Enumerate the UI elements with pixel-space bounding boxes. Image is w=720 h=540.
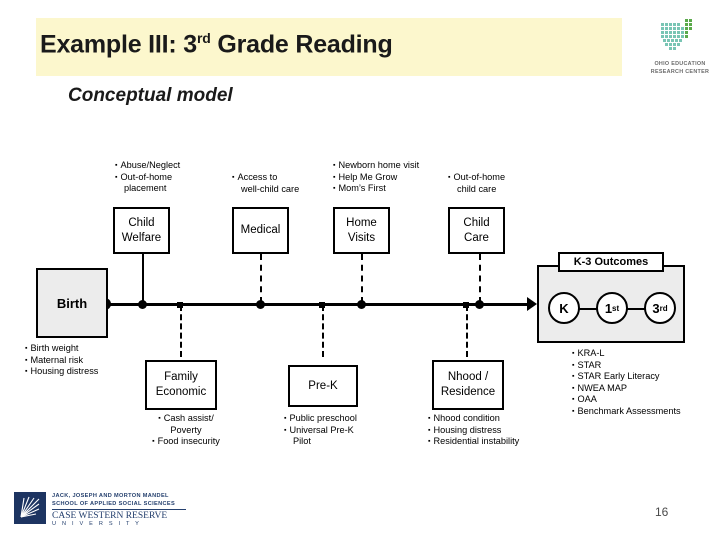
node-child-welfare[interactable]: Child Welfare [113,207,170,254]
timeline-dot [138,300,147,309]
bullet-item: Residential instability [428,436,519,448]
bullets-nhood-residence: Nhood condition Housing distress Residen… [428,413,519,448]
bullets-child-care: Out-of-home child care [448,172,505,195]
cwru-line4: U N I V E R S I T Y [52,521,142,527]
bullet-item: Help Me Grow [333,172,419,184]
node-label-line1: Medical [240,224,281,236]
grade-link [625,308,651,310]
page-title: Example III: 3rd Grade Reading [40,30,393,59]
node-birth[interactable]: Birth [36,268,108,338]
oerc-logo: OHIO EDUCATION RESEARCH CENTER [645,18,715,80]
bullet-item: OAA [572,394,681,406]
page-title-rest: Grade Reading [210,30,393,59]
oerc-logo-line2: RESEARCH CENTER [650,69,710,75]
connector-nhood-residence [466,305,468,357]
grade-ordinal: st [612,303,620,313]
page-subtitle: Conceptual model [68,85,233,106]
grade-label: K [559,300,569,316]
title-band [36,18,622,76]
node-family-economic[interactable]: Family Economic [145,360,217,410]
connector-medical [260,254,262,303]
cwru-line2: SCHOOL OF APPLIED SOCIAL SCIENCES [52,501,176,507]
bullet-item: STAR Early Literacy [572,371,681,383]
ohio-state-pixel-icon [661,19,692,50]
bullet-continuation: Poverty [170,424,202,435]
timeline-dot [256,300,265,309]
node-label-line1: Pre-K [308,379,338,392]
bullet-item: STAR [572,360,681,372]
node-label-line1: Nhood / [447,371,489,383]
timeline-dot [357,300,366,309]
node-label-line1: Family [164,371,198,383]
cwru-divider [52,509,186,510]
connector-child-care [479,254,481,303]
bullet-item: Cash assist/ [138,413,234,425]
connector-family-economic [180,305,182,357]
node-label-line2: Economic [155,386,207,398]
bullet-item: Mom’s First [333,183,419,195]
bullet-continuation: child care [457,183,497,194]
bullet-item: Maternal risk [25,355,98,367]
bullet-item: Benchmark Assessments [572,406,680,418]
timeline-dot [475,300,484,309]
connector-child-welfare [142,254,144,303]
bullet-item: Housing distress [428,425,519,437]
bullets-birth: Birth weight Maternal risk Housing distr… [25,343,98,378]
bullets-child-welfare: Abuse/Neglect Out-of-home placement [115,160,180,195]
cwru-logo: JACK, JOSEPH AND MORTON MANDEL SCHOOL OF… [14,490,189,528]
bullets-family-economic: Cash assist/ Poverty Food insecurity [138,413,234,448]
bullet-item: KRA-L [572,348,681,360]
bullet-continuation: placement [124,183,167,194]
node-home-visits[interactable]: Home Visits [333,207,390,254]
node-label-line1: Child [128,216,155,229]
bullet-item: Abuse/Neglect [115,160,180,172]
page-title-ordinal: rd [197,30,211,46]
page-number: 16 [655,505,669,519]
bullet-item: Universal Pre-K [284,425,357,437]
bullet-item: Out-of-home [448,172,505,184]
node-label: Birth [56,295,88,311]
bullet-item: NWEA MAP [572,383,681,395]
bullet-item: Food insecurity [138,436,234,448]
grade-ordinal: rd [659,303,668,313]
grade-link [577,308,603,310]
node-child-care[interactable]: Child Care [448,207,505,254]
grade-label: 3 [652,300,660,316]
connector-home-visits [361,254,363,303]
node-nhood-residence[interactable]: Nhood / Residence [432,360,504,410]
node-label-line2: Residence [440,386,496,398]
bullets-outcome-measures: KRA-L STAR STAR Early Literacy NWEA MAP … [572,348,681,418]
grade-circle-k[interactable]: K [548,292,580,324]
node-medical[interactable]: Medical [232,207,289,254]
node-label-line1: Home [346,216,377,229]
cwru-line3: CASE WESTERN RESERVE [52,511,168,521]
bullet-item: Newborn home visit [333,160,419,172]
bullet-item: Nhood condition [428,413,519,425]
bullet-item: Public preschool [284,413,356,425]
timeline-arrow-icon [527,297,537,311]
grade-label: 1 [604,300,613,316]
bullet-item: Access to [232,172,299,184]
k3-outcomes-label: K-3 Outcomes [558,252,664,272]
bullet-continuation: well-child care [241,183,300,194]
bullet-continuation: Pilot [293,436,311,447]
node-pre-k[interactable]: Pre-K [288,365,358,407]
oerc-logo-line1: OHIO EDUCATION [654,61,706,67]
node-label-line2: Visits [347,231,376,244]
bullet-item: Housing distress [25,366,98,378]
node-label-line2: Care [464,231,489,244]
bullets-home-visits: Newborn home visit Help Me Grow Mom’s Fi… [333,160,419,195]
node-label-line2: Welfare [121,231,162,244]
page-title-main: Example III: 3 [40,30,197,59]
node-label-line1: Child [463,216,490,229]
bullets-pre-k: Public preschool Universal Pre-K Pilot [284,413,357,448]
cwru-line1: JACK, JOSEPH AND MORTON MANDEL [52,493,169,499]
bullet-item: Birth weight [25,343,98,355]
connector-pre-k [322,305,324,357]
bullet-item: Out-of-home [115,172,180,184]
cwru-badge-icon [14,492,46,524]
bullets-medical: Access to well-child care [232,172,299,195]
